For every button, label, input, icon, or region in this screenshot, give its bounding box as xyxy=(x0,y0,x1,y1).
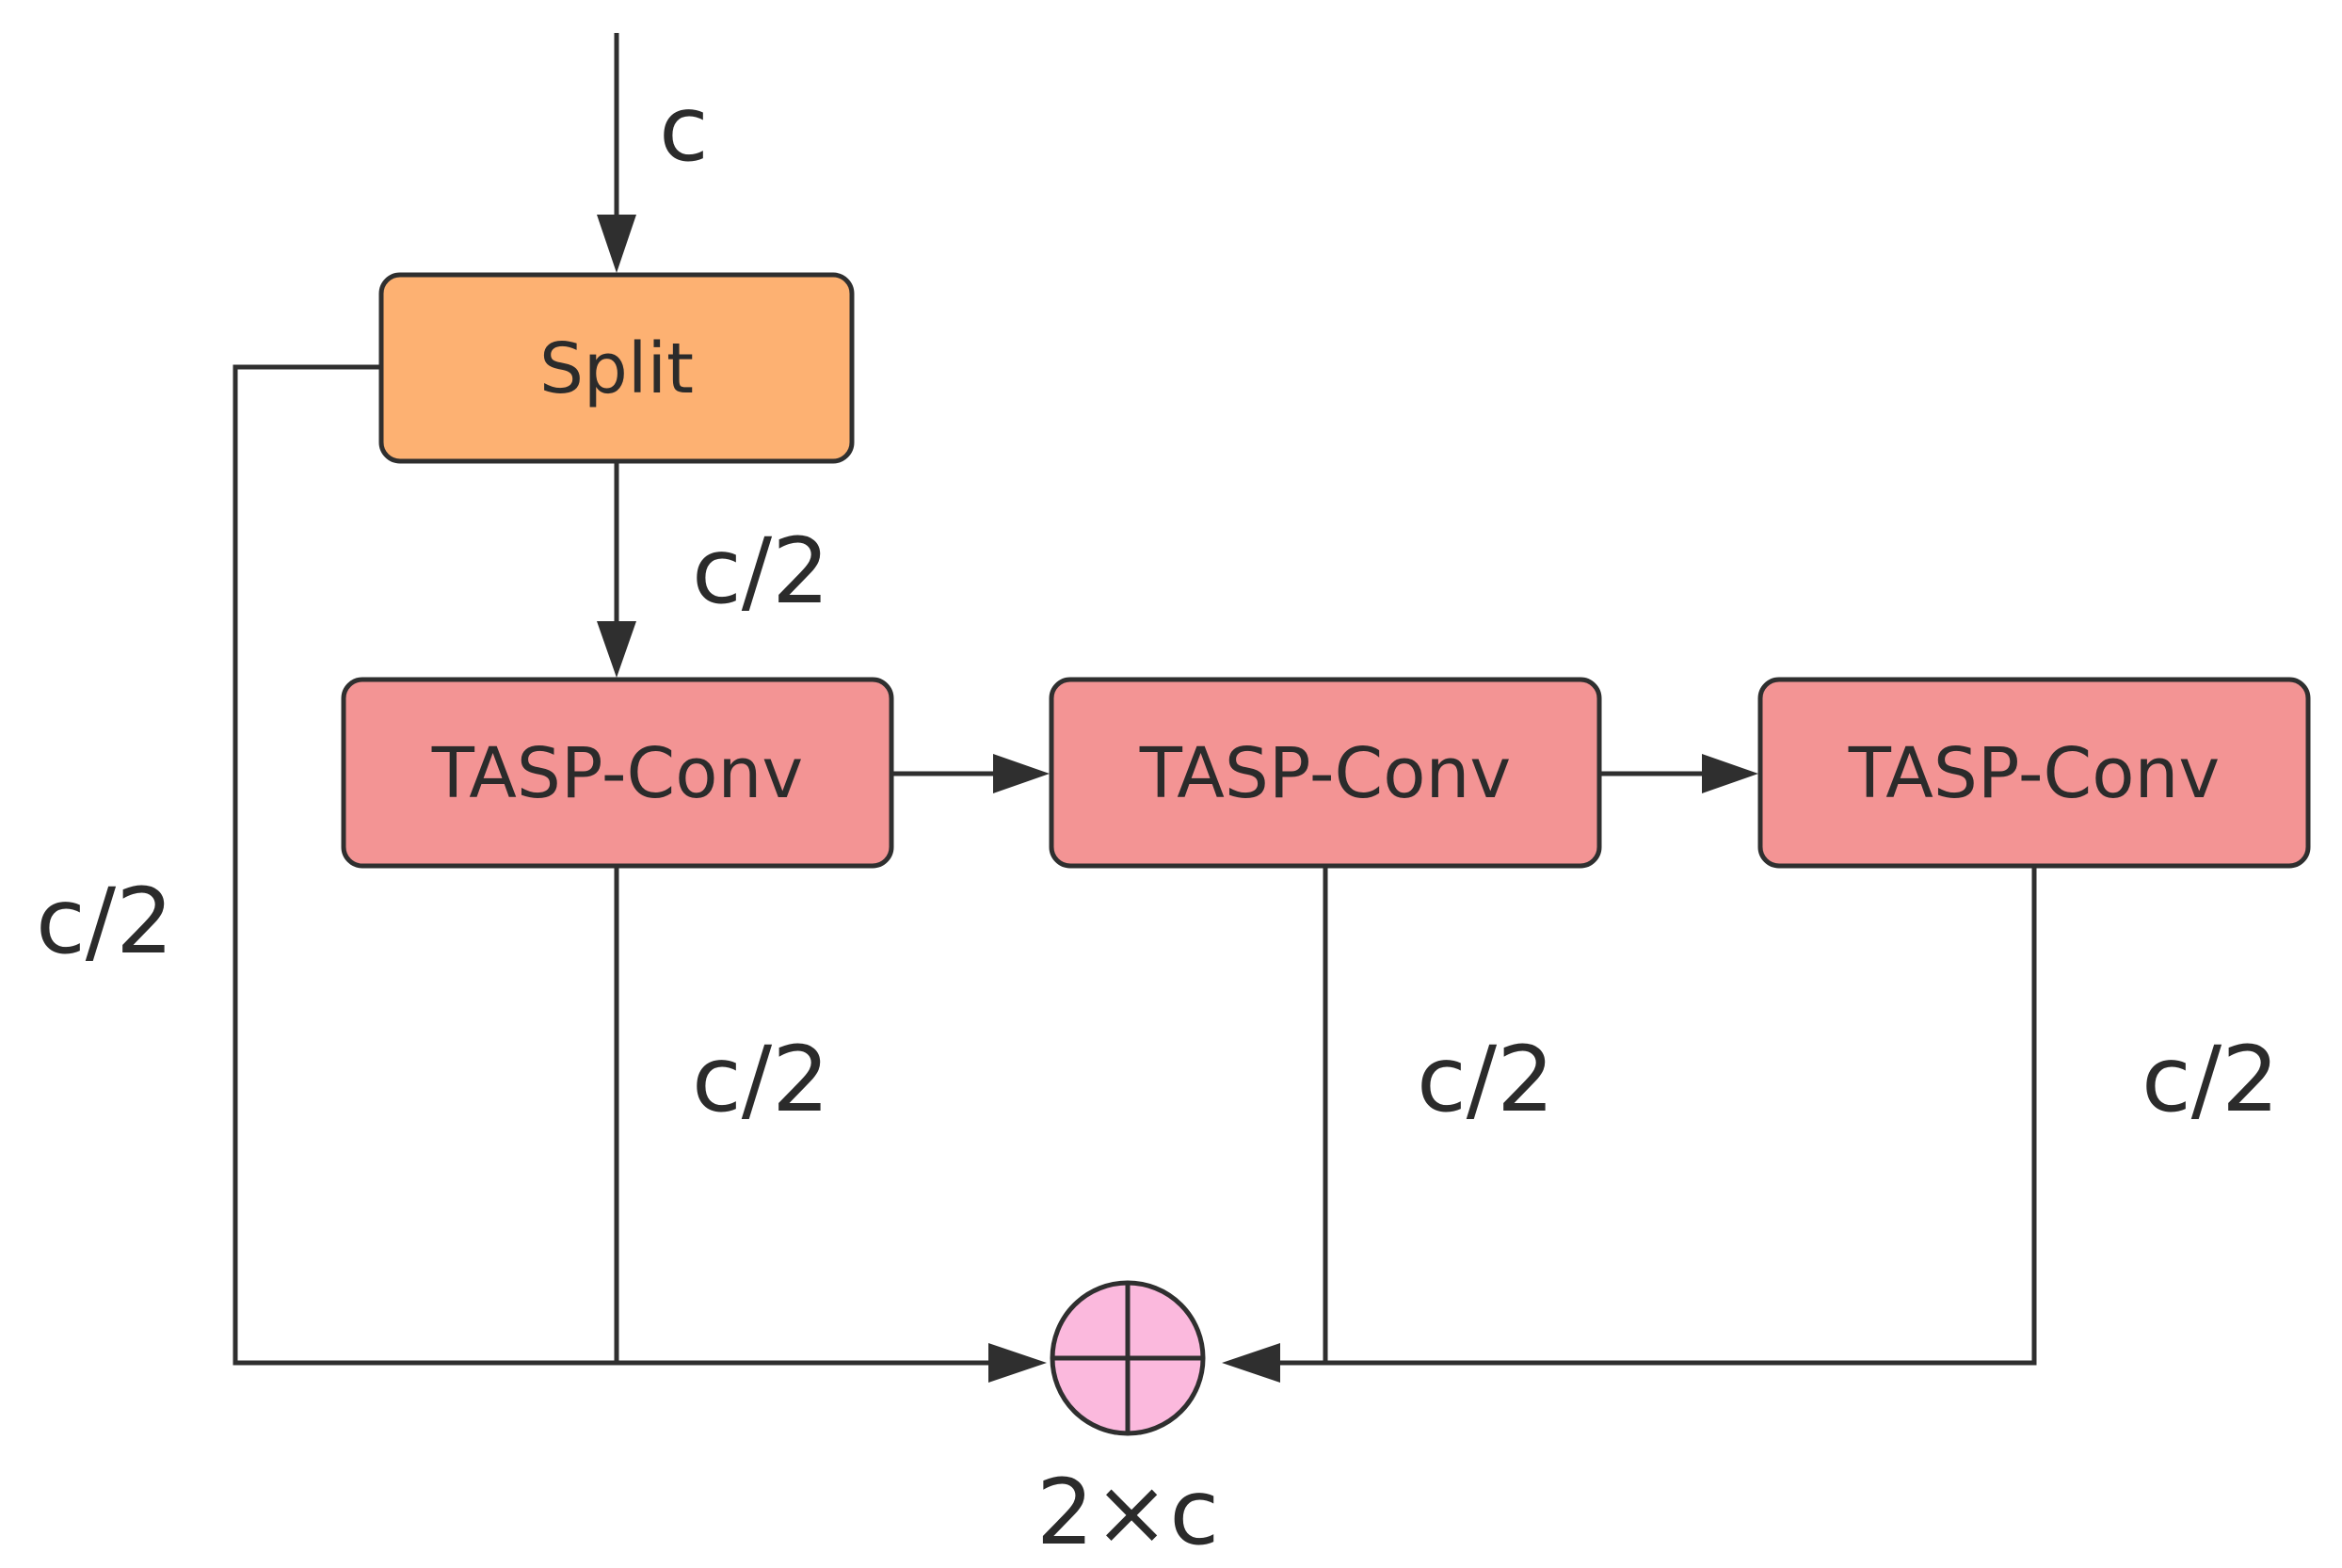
bypass-arrowhead xyxy=(988,1343,1047,1383)
tasp-conv-box-3 xyxy=(1757,677,2311,869)
conv-1-output-label: c/2 xyxy=(692,1027,829,1132)
tasp-conv-box-1 xyxy=(341,677,894,869)
split-to-conv-arrowhead xyxy=(597,621,636,678)
tasp-conv-box-2 xyxy=(1049,677,1602,869)
tasp-conv-label-2: TASP-Conv xyxy=(1139,733,1511,814)
split-label: Split xyxy=(539,328,694,409)
input-label: c xyxy=(659,76,709,182)
right-sum-arrowhead xyxy=(1222,1343,1280,1383)
bypass-label: c/2 xyxy=(36,869,173,974)
conv-3-output-line xyxy=(1325,868,2037,1366)
circled-plus-icon xyxy=(1050,1280,1206,1436)
tasp-conv-label-3: TASP-Conv xyxy=(1848,733,2220,814)
conv-3-output-label: c/2 xyxy=(2141,1027,2279,1132)
conv-2-output-line xyxy=(1271,868,1328,1366)
output-label: 2×c xyxy=(1036,1460,1219,1565)
conv-2-to-3-arrowhead xyxy=(1702,754,1758,793)
conv-1-to-2-arrowhead xyxy=(993,754,1050,793)
input-arrowhead xyxy=(597,215,636,273)
tasp-conv-label-1: TASP-Conv xyxy=(431,733,803,814)
split-to-conv-label: c/2 xyxy=(692,519,829,624)
conv-2-output-label: c/2 xyxy=(1417,1027,1554,1132)
